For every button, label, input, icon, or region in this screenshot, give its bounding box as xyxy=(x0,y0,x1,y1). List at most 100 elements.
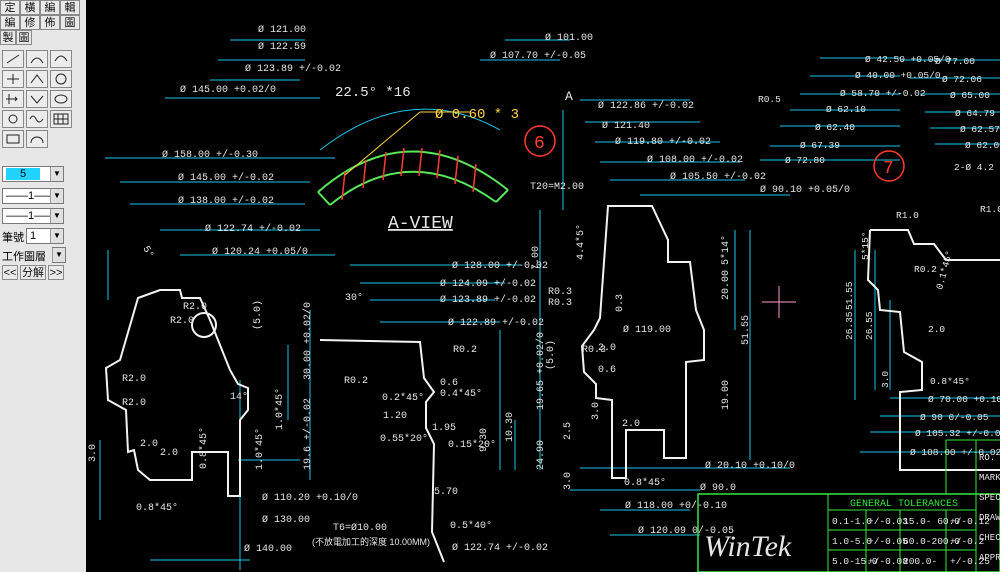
dimension-text: Ø 130.00 xyxy=(262,514,310,526)
menu-bu[interactable]: 佈 xyxy=(40,15,60,30)
angle-label: 22.5° *16 xyxy=(335,85,411,101)
title-block: GENERAL TOLERANCES xyxy=(697,439,1000,572)
tolerance-cell: 60.0-200.0 xyxy=(903,536,960,547)
chevron-down-icon[interactable]: ▼ xyxy=(50,167,63,181)
decompose-prev-button[interactable]: << xyxy=(2,265,18,280)
offset-icon xyxy=(6,94,18,104)
title-block-field: SPEC. xyxy=(979,493,1000,503)
curve-icon xyxy=(30,136,44,144)
dimension-text: Ø 122.89 +/-0.02 xyxy=(448,317,544,329)
grid-icon xyxy=(53,113,69,125)
layer-label: 工作圖層 xyxy=(2,251,46,263)
decompose-next-button[interactable]: >> xyxy=(48,265,64,280)
arc-tool[interactable] xyxy=(26,50,48,68)
menu-tu[interactable]: 圖 xyxy=(60,15,80,30)
rect-tool[interactable] xyxy=(2,130,24,148)
dimension-text: Ø 122.74 +/-0.02 xyxy=(452,542,548,554)
tolerance-cell: +/-0.03 xyxy=(868,516,908,527)
dimension-label: 4.4*5° xyxy=(575,224,587,260)
section-7-number: 7 xyxy=(883,159,894,179)
cross-tool[interactable] xyxy=(2,70,24,88)
layer-select[interactable]: ▼ xyxy=(52,247,66,263)
pen-select[interactable]: 1 ▼ xyxy=(26,228,64,244)
dimension-label: 0.2*45° xyxy=(382,392,424,404)
dimension-text: Ø 62.00 xyxy=(965,140,1000,151)
arc2-tool[interactable] xyxy=(50,50,72,68)
chevron-tool[interactable] xyxy=(26,90,48,108)
dimension-label: 2.0 xyxy=(622,419,640,430)
pen-row: 筆號 xyxy=(2,229,24,245)
chevron-down-icon[interactable]: ▼ xyxy=(50,209,63,223)
tolerance-cell: 0.1-1.0 xyxy=(832,516,872,527)
curve-tool[interactable] xyxy=(26,130,48,148)
dimension-label: R0.5 xyxy=(758,94,781,105)
dimension-text: Ø 62.57 xyxy=(960,124,1000,135)
offset-tool[interactable] xyxy=(2,90,24,108)
chevron-down-icon[interactable]: ▼ xyxy=(50,229,63,243)
arc2-icon xyxy=(54,55,68,62)
line-type-value-2: ——1—— xyxy=(6,210,57,222)
menu-zhi[interactable]: 製 xyxy=(0,30,16,45)
dimension-label: 7.00 xyxy=(531,246,542,270)
left-labels: R2.0R2.0R2.0R2.02.02.00.8*45°0.8*45°1.0*… xyxy=(88,244,314,514)
menu-ji[interactable]: 輯 xyxy=(60,0,80,15)
dimension-text: Ø 120.24 +0.05/0 xyxy=(212,246,308,258)
dimension-label: 51.55 xyxy=(741,315,752,345)
tolerance-cell: 15.0- 60.0 xyxy=(903,516,960,527)
menu-heng[interactable]: 橫 xyxy=(20,0,40,15)
circle-small-tool[interactable] xyxy=(2,110,24,128)
dimension-label: R0.2 xyxy=(453,345,477,356)
menu-ding[interactable]: 定 xyxy=(0,0,20,15)
dimension-label: 3.0 xyxy=(880,371,891,388)
dimension-text: Ø 72.80 xyxy=(785,155,825,166)
circle-tool[interactable] xyxy=(50,70,72,88)
dimension-text: Ø 110.20 +0.10/0 xyxy=(262,492,358,504)
dimension-label: R2.0 xyxy=(170,316,194,327)
ellipse-tool[interactable] xyxy=(50,90,72,108)
hole-note: T6=Ø10.00 xyxy=(333,522,387,534)
angle-tool[interactable] xyxy=(26,70,48,88)
line-type-select-2[interactable]: ——1—— ▼ xyxy=(2,208,64,224)
line-type-select-1[interactable]: ——1—— ▼ xyxy=(2,188,64,204)
chevron-down-icon[interactable]: ▼ xyxy=(50,189,63,203)
dimension-text: Ø 119.00 xyxy=(623,324,671,336)
menu-bian[interactable]: 編 xyxy=(40,0,60,15)
dimension-label: 0.8*45° xyxy=(930,376,970,387)
dimension-text: Ø 105.32 +/-0.02 xyxy=(915,428,1000,439)
wave-tool[interactable] xyxy=(26,110,48,128)
dimension-text: Ø 121.40 xyxy=(602,120,650,132)
dimension-label: 2.0 xyxy=(598,343,616,354)
dimension-label: 0.15*20° xyxy=(448,439,496,451)
menu-xiu[interactable]: 修 xyxy=(20,15,40,30)
line-tool[interactable] xyxy=(2,50,24,68)
small-circle-icon xyxy=(8,114,18,124)
dimension-text: Ø 108.00 +/-0.02 xyxy=(910,447,1000,458)
color-select[interactable]: 5 ▼ xyxy=(2,166,64,182)
dimension-label: 5.70 xyxy=(434,487,458,498)
dimension-lines xyxy=(99,39,1000,570)
dimension-text: Ø 107.70 +/-0.05 xyxy=(490,50,586,62)
left-dimensions: Ø 121.00Ø 122.59Ø 123.89 +/-0.02Ø 145.00… xyxy=(162,24,358,555)
menu-tu2[interactable]: 圖 xyxy=(16,30,32,45)
menu-bian2[interactable]: 編 xyxy=(0,15,20,30)
dimension-text: Ø 20.10 +0.10/0 xyxy=(705,460,795,472)
wintek-logo: WinTek xyxy=(704,530,792,563)
dimension-label: R0.3 xyxy=(548,287,572,298)
dimension-label: 0.8*45° xyxy=(198,427,210,469)
tool-panel: 定 橫 編 輯 編 修 佈 圖 製 圖 5 ▼ ——1—— ▼ ——1—— ▼ … xyxy=(0,0,87,572)
line-icon xyxy=(6,54,20,64)
chevron-down-icon[interactable]: ▼ xyxy=(52,248,65,262)
circle-icon xyxy=(55,73,67,85)
decompose-button[interactable]: 分解 xyxy=(20,265,46,280)
title-block-field: APPRO xyxy=(979,553,1000,563)
dimension-label: R2.0 xyxy=(122,398,146,409)
dimension-text: Ø 140.00 xyxy=(244,543,292,555)
grid-tool[interactable] xyxy=(50,110,72,128)
dimension-label: 26.35 xyxy=(844,311,855,340)
dimension-text: Ø 123.89 +/-0.02 xyxy=(245,63,341,75)
dimension-text: Ø 62.10 xyxy=(826,104,866,115)
dimension-text: Ø 58.70 +/-0.02 xyxy=(840,88,926,99)
tolerance-cell: 1.0-5.0 xyxy=(832,536,872,547)
section-6-number: 6 xyxy=(534,134,545,154)
drawing-canvas[interactable]: A-VIEW 22.5° *16 Ø 0.60 * 3 A 6 7 Ø 121.… xyxy=(86,0,1000,572)
